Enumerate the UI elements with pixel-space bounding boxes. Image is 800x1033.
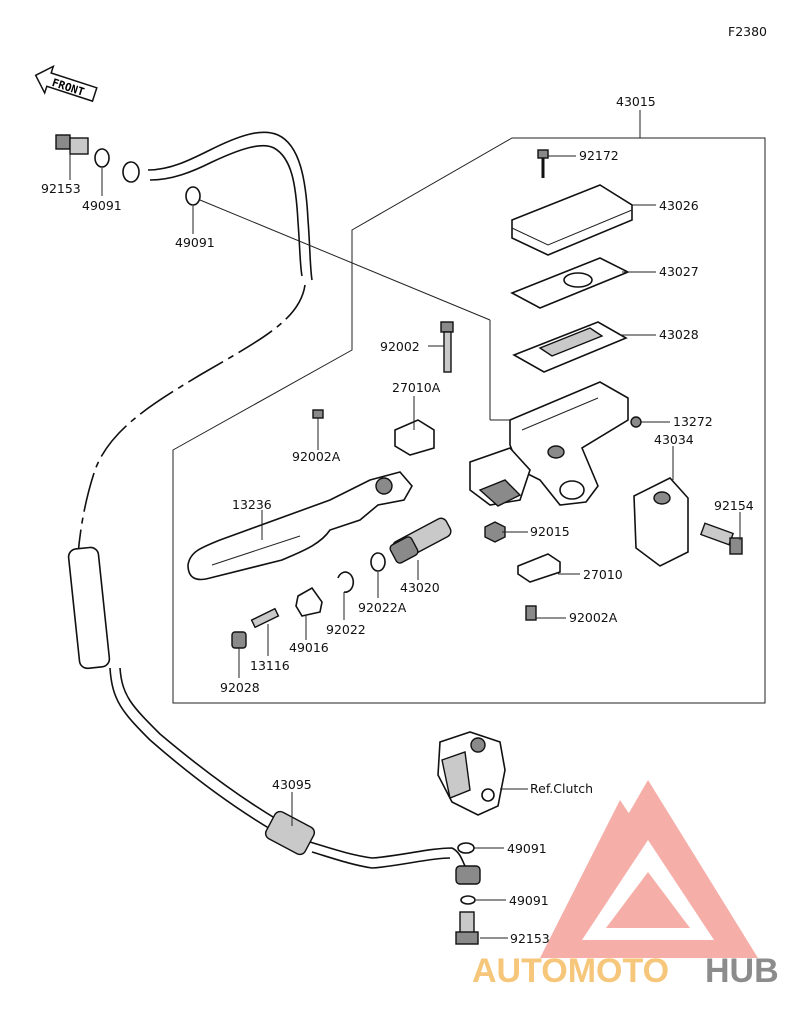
- piston-43020: [389, 517, 452, 564]
- label-49091-c: 49091: [507, 841, 547, 856]
- label-27010: 27010: [583, 567, 623, 582]
- label-ref-clutch: Ref.Clutch: [530, 781, 593, 796]
- screw-92172: [537, 149, 549, 178]
- washer-top-a: [94, 148, 110, 168]
- front-arrow-icon: FRONT: [34, 64, 98, 103]
- label-43026: 43026: [659, 198, 699, 213]
- clamp-43034: [633, 477, 689, 567]
- label-92002A-top: 92002A: [292, 449, 341, 464]
- label-92028: 92028: [220, 680, 260, 695]
- switch-27010A: [394, 419, 435, 456]
- diaphragm: [512, 321, 628, 373]
- reservoir-cap: [511, 184, 633, 256]
- label-13116: 13116: [250, 658, 290, 673]
- hose-eye: [122, 161, 140, 183]
- bolt-92154: [699, 522, 743, 555]
- label-92015: 92015: [530, 524, 570, 539]
- leader-lines: [69, 150, 741, 939]
- banjo-bolt-top: [55, 134, 89, 155]
- pivot-bolt-92002: [440, 321, 454, 373]
- label-43027: 43027: [659, 264, 699, 279]
- clutch-lever: [187, 471, 413, 581]
- part-labels: 43015 92172 43026 43027 43028 13272 4303…: [41, 94, 754, 946]
- assembly-boundary: [172, 110, 766, 704]
- watermark-logo: [540, 780, 758, 958]
- master-cylinder-body: [509, 381, 629, 506]
- washer-bottom-b: [460, 895, 476, 905]
- label-92002A-bottom: 92002A: [569, 610, 618, 625]
- label-13236: 13236: [232, 497, 272, 512]
- figure-code: F2380: [728, 24, 767, 39]
- boot-49016: [295, 586, 323, 617]
- label-43095: 43095: [272, 777, 312, 792]
- clutch-hose: [67, 131, 466, 869]
- label-43015: 43015: [616, 94, 656, 109]
- label-43034: 43034: [654, 432, 694, 447]
- screw-13272: [630, 416, 642, 428]
- watermark-text: AUTOMOTO HUB: [472, 952, 779, 990]
- label-49091-b: 49091: [175, 235, 215, 250]
- label-49091-a: 49091: [82, 198, 122, 213]
- label-92172: 92172: [579, 148, 619, 163]
- label-92022A: 92022A: [358, 600, 407, 615]
- ring-92022A: [370, 552, 386, 572]
- watermark-part2: HUB: [705, 952, 779, 990]
- label-49091-d: 49091: [509, 893, 549, 908]
- label-92153-bottom: 92153: [510, 931, 550, 946]
- banjo-bolt-bottom: [455, 911, 479, 945]
- label-92002: 92002: [380, 339, 420, 354]
- washer-top-b: [185, 186, 201, 206]
- clutch-slave-cylinder: [437, 731, 506, 816]
- lever-bracket: [469, 447, 531, 507]
- push-rod-13116: [250, 607, 280, 629]
- cap-92028: [231, 631, 247, 649]
- switch-27010: [517, 553, 561, 583]
- label-43020: 43020: [400, 580, 440, 595]
- label-49016: 49016: [289, 640, 329, 655]
- label-27010A: 27010A: [392, 380, 441, 395]
- label-43028: 43028: [659, 327, 699, 342]
- nut-92015: [484, 521, 506, 543]
- watermark-part1: AUTOMOTO: [472, 952, 669, 990]
- circlip-92022: [337, 571, 355, 593]
- label-92022: 92022: [326, 622, 366, 637]
- washer-bottom-a: [457, 842, 475, 854]
- label-92154: 92154: [714, 498, 754, 513]
- label-13272: 13272: [673, 414, 713, 429]
- label-92153-top: 92153: [41, 181, 81, 196]
- screw-92002A-top: [312, 409, 324, 419]
- screw-92002A-bottom: [525, 605, 537, 621]
- hose-eye-bottom: [455, 865, 481, 885]
